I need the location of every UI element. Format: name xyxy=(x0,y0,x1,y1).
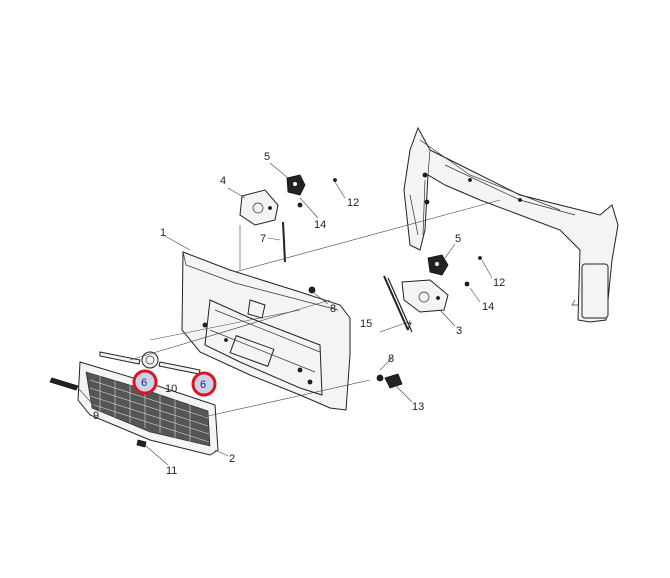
callout-11: 11 xyxy=(166,465,177,477)
callout-14b: 14 xyxy=(482,301,494,313)
callout-2: 2 xyxy=(229,453,235,465)
leader-lines xyxy=(77,162,501,466)
callout-10: 10 xyxy=(165,383,177,395)
callout-12b: 12 xyxy=(493,277,505,289)
callout-4: 4 xyxy=(220,175,226,187)
front-panel xyxy=(181,251,351,411)
hinge-left xyxy=(239,189,279,226)
callout-6b: 6 xyxy=(200,379,206,391)
hardware xyxy=(136,178,482,448)
cab-frame xyxy=(403,126,619,323)
callout-3: 3 xyxy=(456,325,462,337)
callout-8a: 8 xyxy=(330,303,336,315)
callout-14a: 14 xyxy=(314,219,326,231)
callout-1: 1 xyxy=(160,227,166,239)
callout-6a: 6 xyxy=(141,377,147,389)
latch-right xyxy=(427,254,449,276)
latch-left xyxy=(286,174,306,196)
callout-5a: 5 xyxy=(264,151,270,163)
callout-5b: 5 xyxy=(455,233,461,245)
callout-8b: 8 xyxy=(388,353,394,365)
hinge-right xyxy=(401,279,449,313)
callout-9: 9 xyxy=(93,410,99,422)
callout-12a: 12 xyxy=(347,197,359,209)
highlight-ring-6-left[interactable] xyxy=(132,369,158,395)
highlight-rings xyxy=(132,369,217,397)
callout-labels: 1 2 3 4 5 5 6 6 7 7 8 8 9 10 11 12 12 13… xyxy=(93,151,505,477)
callout-7a: 7 xyxy=(260,233,266,245)
emblem-bars xyxy=(99,351,201,375)
gas-struts xyxy=(282,221,413,333)
trim-strip xyxy=(49,377,79,391)
callout-15: 15 xyxy=(360,318,372,330)
highlight-ring-6-right[interactable] xyxy=(191,371,217,397)
callout-7b: 7 xyxy=(406,321,412,333)
callout-13: 13 xyxy=(412,401,424,413)
